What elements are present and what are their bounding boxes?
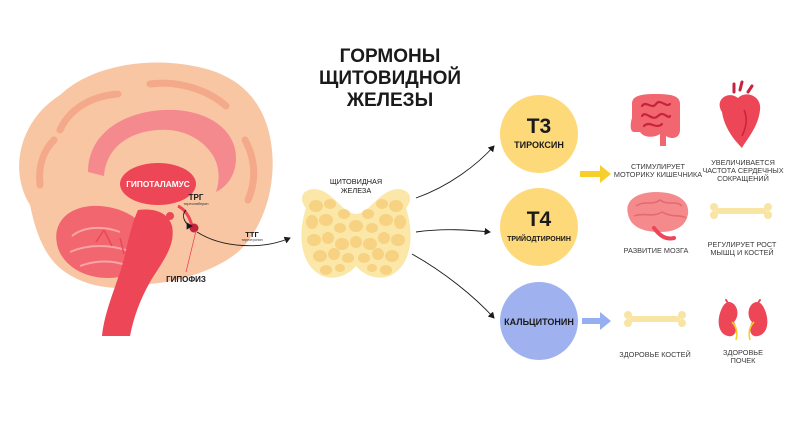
- effect-intestine-line-1: СТИМУЛИРУЕТ: [631, 162, 685, 171]
- calcitonin-circle: [500, 282, 578, 360]
- trh-arrow: [183, 209, 193, 230]
- arrow-to-t3: [415, 145, 495, 199]
- pituitary-node: [166, 212, 174, 220]
- effect-kidneys-line-1: ЗДОРОВЬЕ: [723, 348, 763, 357]
- effect-heart-line-1: УВЕЛИЧИВАЕТСЯ: [711, 158, 775, 167]
- thyroid-lobule: [394, 215, 406, 229]
- thyroid-lobule: [363, 238, 377, 250]
- thyroid-lobule: [391, 234, 405, 246]
- thyroid-lobule: [309, 200, 323, 212]
- thyroid-lobule: [378, 232, 390, 244]
- brain-ventricle: [112, 138, 210, 178]
- thyroid-lobule: [313, 250, 327, 262]
- thyroid-lobule: [350, 236, 362, 248]
- arrow-to-t4: [415, 227, 491, 236]
- t4-name: ТРИЙОДТИРОНИН: [507, 234, 571, 243]
- brain-illustration: ГИПОТАЛАМУС ГИПОФИЗ ТРГ тиреолиберин: [19, 62, 273, 336]
- thyroid-lobule: [372, 248, 384, 260]
- title-line-3: ЖЕЛЕЗЫ: [346, 90, 433, 111]
- thyroid-lobule: [328, 248, 340, 260]
- t3-code: Т3: [527, 115, 552, 138]
- pituitary-pointer: [185, 230, 197, 273]
- tsh-sublabel: тиреотропин: [241, 238, 262, 242]
- t3-circle: [500, 95, 578, 173]
- effect-intestine-line-2: МОТОРИКУ КИШЕЧНИКА: [614, 170, 702, 179]
- thyroid-label-line-2: ЖЕЛЕЗА: [341, 186, 372, 195]
- title-line-2: ЩИТОВИДНОЙ: [319, 67, 461, 89]
- yellow-arrow-icon: [580, 165, 611, 183]
- effect-brain-line-1: РАЗВИТИЕ МОЗГА: [624, 246, 689, 255]
- brain-fold: [36, 136, 58, 189]
- kidneys-icon: [718, 299, 768, 341]
- corpus-callosum: [88, 109, 236, 192]
- thyroid-lobule: [376, 199, 388, 209]
- bone-icon: [624, 311, 686, 327]
- thyroid-lobule: [335, 238, 349, 250]
- thyroid-lobule: [366, 223, 378, 233]
- t4-circle: [500, 188, 578, 266]
- thyroid-lobules: [306, 199, 406, 275]
- thyroid-lobule: [367, 264, 377, 272]
- blue-arrow-icon: [582, 312, 611, 330]
- t4-code: Т4: [527, 208, 552, 231]
- thyroid-lobule: [319, 214, 333, 226]
- intestine-icon: [630, 94, 680, 146]
- thyroid-lobule: [334, 223, 346, 233]
- effect-heart-line-2: ЧАСТОТА СЕРДЕЧНЫХ: [702, 166, 783, 175]
- thyroid-lobule: [379, 214, 393, 226]
- thyroid-label-line-1: ЩИТОВИДНАЯ: [330, 177, 382, 186]
- t3-name: ТИРОКСИН: [514, 140, 564, 150]
- hormone-calcitonin: КАЛЬЦИТОНИН: [500, 282, 578, 360]
- effect-kidneys-line-2: ПОЧЕК: [731, 356, 756, 365]
- page-title: ГОРМОНЫ ЩИТОВИДНОЙ ЖЕЛЕЗЫ: [319, 46, 461, 111]
- effect-growth-line-1: РЕГУЛИРУЕТ РОСТ: [708, 240, 777, 249]
- thyroid-lobule: [362, 209, 374, 219]
- effect-growth-line-2: МЫШЦ И КОСТЕЙ: [710, 248, 773, 257]
- thyroid-lobule: [320, 265, 332, 275]
- bone-icon: [710, 203, 772, 219]
- thyroid-lobule: [324, 199, 336, 209]
- effect-bones-line-1: ЗДОРОВЬЕ КОСТЕЙ: [619, 350, 690, 359]
- thyroid-lobule: [335, 264, 345, 272]
- trh-sublabel: тиреолиберин: [183, 202, 208, 206]
- thyroid-lobule: [389, 200, 403, 212]
- brainstem: [102, 209, 173, 336]
- cerebellum-tree: [95, 229, 125, 255]
- thyroid-lobule: [322, 232, 334, 244]
- arrow-to-calcitonin: [411, 253, 495, 319]
- thyroid-lobule: [338, 209, 350, 219]
- brain-fold: [241, 136, 258, 204]
- calcitonin-name: КАЛЬЦИТОНИН: [504, 317, 574, 327]
- thyroid-lobule: [306, 215, 318, 229]
- title-line-1: ГОРМОНЫ: [340, 46, 441, 67]
- hypothalamus-shape: [120, 163, 196, 205]
- effect-heart-line-3: СОКРАЩЕНИЙ: [717, 174, 769, 183]
- brain-fold: [146, 79, 230, 110]
- thyroid-lobule: [385, 250, 399, 262]
- tsh-arrow: [196, 231, 291, 247]
- brain-icon: [627, 192, 689, 241]
- heart-icon: [719, 80, 761, 148]
- hormone-t3: Т3 ТИРОКСИН: [500, 95, 578, 173]
- thyroid-lobule: [349, 220, 363, 232]
- thyroid-illustration: ЩИТОВИДНАЯ ЖЕЛЕЗА: [301, 177, 411, 278]
- pituitary-gland: [189, 223, 199, 233]
- trh-label: ТРГ: [189, 193, 204, 202]
- thyroid-lobule: [358, 253, 370, 263]
- brain-fold: [56, 90, 122, 134]
- tsh-label: ТТГ: [245, 230, 259, 239]
- thyroid-lobule: [380, 265, 392, 275]
- thyroid-lobule: [342, 253, 354, 263]
- hormone-t4: Т4 ТРИЙОДТИРОНИН: [500, 188, 578, 266]
- pituitary-label: ГИПОФИЗ: [166, 275, 206, 284]
- hypothalamus-label: ГИПОТАЛАМУС: [126, 179, 190, 189]
- thyroid-lobule: [307, 234, 321, 246]
